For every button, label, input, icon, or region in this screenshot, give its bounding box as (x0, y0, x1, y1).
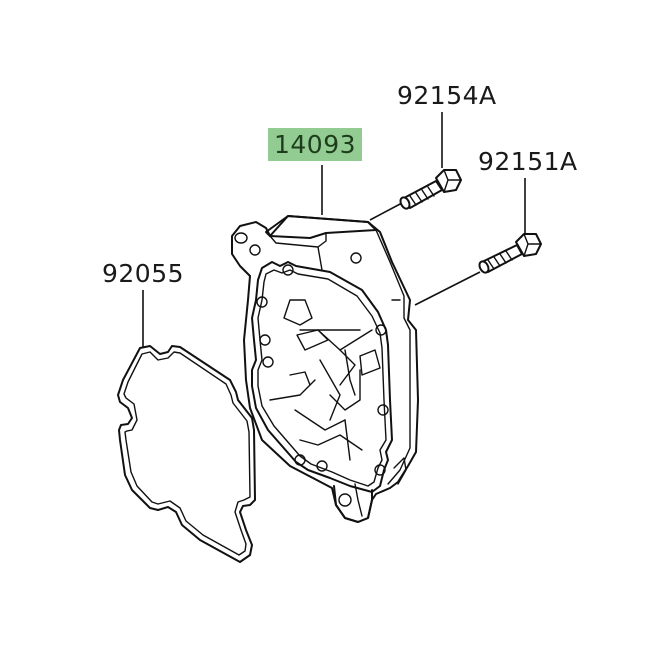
leader-lines (142, 112, 526, 347)
bolt-axis-lower (414, 271, 481, 306)
gasket-92055 (117, 345, 256, 563)
cover-14093 (231, 215, 419, 523)
part-label-14093[interactable]: 14093 (268, 128, 363, 161)
part-label-92055[interactable]: 92055 (102, 259, 185, 288)
bolt-axis-upper (369, 202, 403, 221)
part-label-92151a[interactable]: 92151A (478, 147, 578, 176)
part-label-92154a[interactable]: 92154A (397, 81, 497, 110)
bolt-92151a (478, 233, 542, 274)
bolt-92154a (399, 169, 462, 210)
